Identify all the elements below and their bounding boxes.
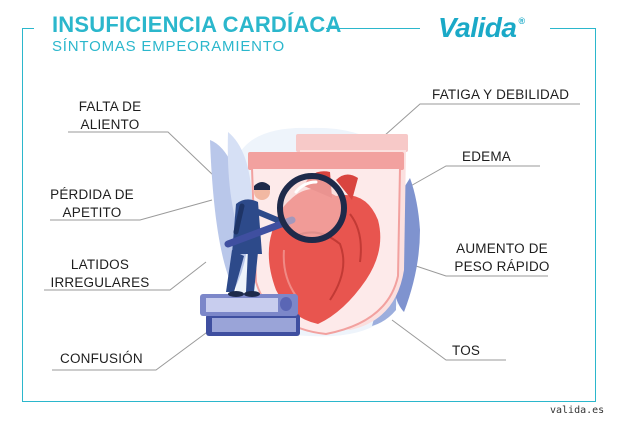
symptom-line: IRREGULARES	[50, 275, 150, 290]
symptom-confusion: CONFUSIÓN	[60, 350, 143, 368]
symptom-falta-de-aliento: FALTA DE ALIENTO	[70, 98, 150, 134]
symptom-aumento-de-peso-rapido: AUMENTO DE PESO RÁPIDO	[446, 240, 558, 276]
frame-top-left	[22, 28, 34, 29]
symptom-line: FALTA DE	[78, 99, 142, 114]
books-icon	[200, 294, 300, 336]
symptom-line: EDEMA	[462, 149, 512, 164]
symptom-line: PÉRDIDA DE	[50, 187, 134, 202]
valida-logo[interactable]: Valida®	[438, 12, 525, 44]
symptom-perdida-de-apetito: PÉRDIDA DE APETITO	[42, 186, 142, 222]
logo-text: Valida	[438, 12, 517, 43]
frame-logo-gap	[420, 26, 550, 32]
content-frame	[22, 28, 596, 402]
symptom-edema: EDEMA	[462, 148, 511, 166]
page-title: INSUFICIENCIA CARDÍACA	[52, 12, 342, 37]
symptom-line: AUMENTO DE	[456, 241, 548, 256]
symptom-line: ALIENTO	[80, 117, 140, 132]
symptom-line: APETITO	[62, 205, 122, 220]
symptom-line: PESO RÁPIDO	[454, 259, 550, 274]
connector-lines-right	[383, 103, 580, 361]
symptom-fatiga-y-debilidad: FATIGA Y DEBILIDAD	[432, 86, 569, 104]
symptom-tos: TOS	[452, 342, 480, 360]
connector-lines-left	[44, 131, 215, 371]
registered-mark: ®	[518, 16, 525, 26]
symptom-line: LATIDOS	[70, 257, 130, 272]
symptom-latidos-irregulares: LATIDOS IRREGULARES	[40, 256, 160, 292]
symptom-line: CONFUSIÓN	[60, 351, 143, 366]
symptom-line: TOS	[452, 343, 481, 358]
site-url[interactable]: valida.es	[550, 405, 605, 416]
magnifier-icon	[224, 173, 347, 248]
symptom-line: FATIGA Y DEBILIDAD	[432, 87, 570, 102]
page-subtitle: SÍNTOMAS EMPEORAMIENTO	[52, 38, 285, 55]
